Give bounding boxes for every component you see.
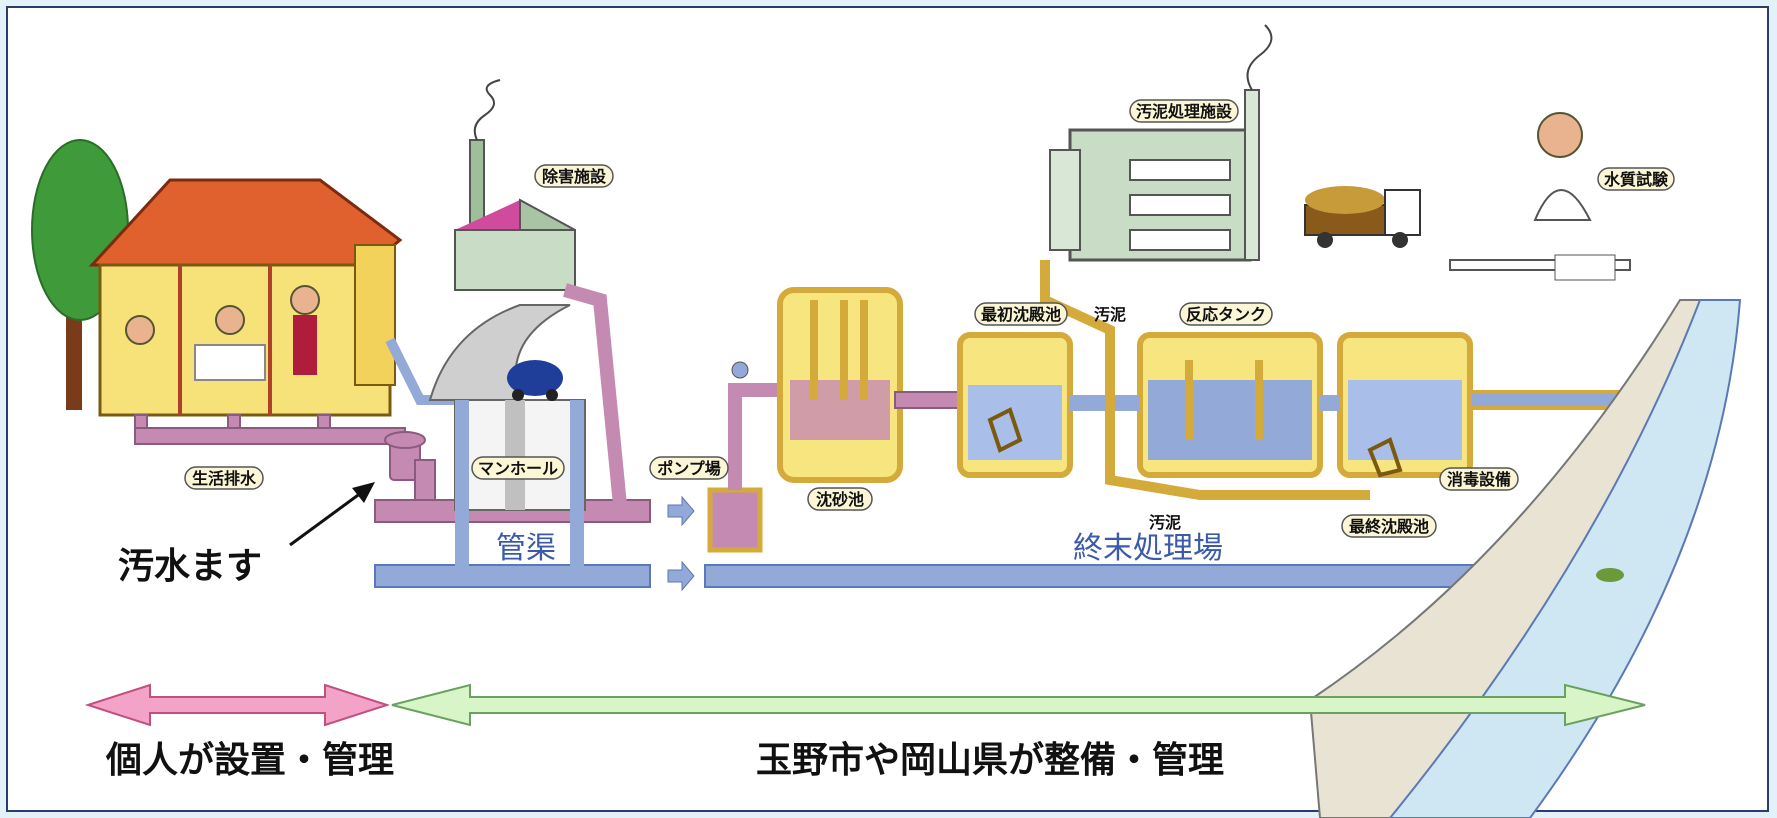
scientist-illustration: [1449, 112, 1631, 281]
label-pump-station: ポンプ場: [657, 459, 721, 478]
river-illustration: [1308, 299, 1742, 818]
pretreatment-factory-illustration: [454, 79, 627, 506]
reaction-tank-illustration: [1070, 332, 1323, 478]
label-osui-masu: 汚水ます: [118, 545, 262, 587]
label-public-responsibility: 玉野市や岡山県が整備・管理: [756, 739, 1224, 781]
label-grit-chamber: 沈砂池: [816, 490, 864, 509]
osui-masu-pointer: [289, 482, 375, 547]
road-manhole-illustration: [428, 304, 586, 575]
label-water-quality-test: 水質試験: [1604, 170, 1669, 189]
sludge-pipe: [1040, 260, 1370, 500]
label-sludge-1: 汚泥: [1094, 305, 1126, 324]
main-outflow-pipe: [704, 564, 1496, 588]
label-disinfection: 消毒設備: [1447, 470, 1511, 489]
sludge-treatment-building-illustration: [1049, 24, 1273, 262]
flow-arrows: [667, 495, 695, 592]
final-settling-tank-illustration: [1320, 332, 1473, 478]
house-illustration: [88, 178, 403, 417]
label-final-settling-tank: 最終沈殿池: [1349, 517, 1429, 536]
primary-settling-tank-illustration: [957, 332, 1073, 478]
label-manhole: マンホール: [478, 459, 558, 478]
pipe-grit-to-primary: [894, 391, 966, 409]
public-range-arrow: [391, 683, 1646, 727]
label-individual-responsibility: 個人が設置・管理: [105, 739, 394, 781]
truck-illustration: [1304, 186, 1421, 248]
pump-station-illustration: [707, 361, 790, 553]
label-pretreatment-facility: 除害施設: [542, 167, 607, 186]
label-treatment-plant: 終末処理場: [1073, 531, 1223, 566]
individual-range-arrow: [84, 683, 391, 727]
label-bubbles: [184, 99, 1675, 538]
label-seikatsu-haisui: 生活排水: [192, 469, 257, 488]
label-reaction-tank: 反応タンク: [1186, 305, 1266, 324]
label-sludge-treatment-facility: 汚泥処理施設: [1136, 102, 1233, 121]
label-sludge-2: 汚泥: [1149, 513, 1181, 532]
label-sewer-pipe: 管渠: [496, 531, 556, 566]
house-drain-pipes: [134, 414, 436, 506]
label-primary-settling-tank: 最初沈殿池: [981, 305, 1061, 324]
grit-chamber-illustration: [777, 287, 903, 483]
